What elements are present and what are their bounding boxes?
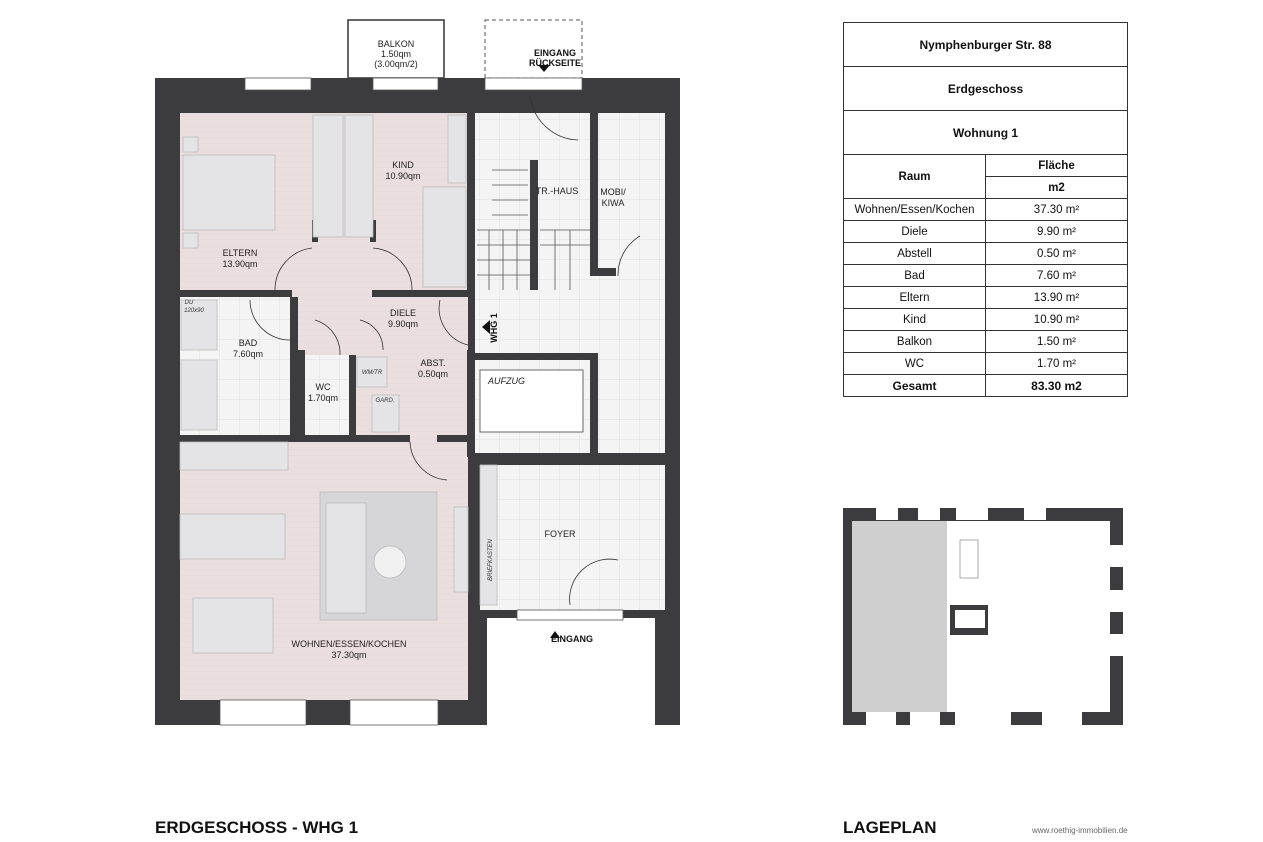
briefkasten-label: BRIEFKASTEN	[488, 539, 494, 581]
rear-entrance-label: EINGANG	[534, 48, 576, 58]
room-name: Bad	[843, 264, 986, 287]
furniture	[179, 114, 584, 654]
kind-area: 10.90qm	[385, 171, 420, 181]
site-caption: LAGEPLAN	[843, 818, 937, 837]
windows	[219, 77, 624, 726]
mobi-label: MOBI/	[600, 187, 626, 197]
wc-area: 1.70qm	[308, 393, 338, 403]
room-area: 37.30 m²	[985, 198, 1128, 221]
balkon-area: 1.50qm	[381, 49, 411, 59]
unit: Wohnung 1	[843, 110, 1128, 155]
address: Nymphenburger Str. 88	[843, 22, 1128, 67]
kiwa-label: KIWA	[602, 198, 625, 208]
room-area: 10.90 m²	[985, 308, 1128, 331]
wmtr-label: WM/TR	[362, 370, 383, 376]
site-plan	[843, 508, 1123, 725]
aufzug-label: AUFZUG	[487, 376, 525, 386]
gard-label: GARD.	[375, 398, 394, 404]
staircase	[477, 169, 590, 290]
room-area: 0.50 m²	[985, 242, 1128, 265]
entrance-area	[487, 618, 655, 725]
dusche-size-label: 120x90	[184, 308, 204, 314]
kind-label: KIND	[392, 160, 414, 170]
whg-arrow-icon	[482, 320, 490, 334]
treppenhaus-label: TR.-HAUS	[536, 186, 579, 196]
bad-label: BAD	[239, 338, 258, 348]
rear-entrance-outline	[484, 19, 583, 79]
col-area-header: Fläche	[985, 154, 1128, 177]
col-unit-header: m2	[985, 176, 1128, 199]
room-area: 7.60 m²	[985, 264, 1128, 287]
foyer-label: FOYER	[544, 529, 576, 539]
interior-walls	[180, 113, 680, 610]
room-name: Abstell	[843, 242, 986, 265]
website-link[interactable]: www.roethig-immobilien.de	[1032, 826, 1128, 835]
room-name: Kind	[843, 308, 986, 331]
wohnen-area: 37.30qm	[331, 650, 366, 660]
total-value: 83.30 m2	[985, 374, 1128, 397]
balkon-note: (3.00qm/2)	[374, 59, 418, 69]
room-name: Diele	[843, 220, 986, 243]
abst-label: ABST.	[420, 358, 445, 368]
room-name: Eltern	[843, 286, 986, 309]
abst-area: 0.50qm	[418, 369, 448, 379]
total-label: Gesamt	[843, 374, 986, 397]
diele-area: 9.90qm	[388, 319, 418, 329]
room-name: WC	[843, 352, 986, 375]
room-name: Balkon	[843, 330, 986, 353]
col-room-header: Raum	[843, 154, 986, 199]
foyer-floor	[480, 465, 665, 610]
wc-label: WC	[316, 382, 331, 392]
area-table: Nymphenburger Str. 88 Erdgeschoss Wohnun…	[843, 22, 1128, 397]
floor: Erdgeschoss	[843, 66, 1128, 111]
entrance-label: EINGANG	[551, 634, 593, 644]
eltern-area: 13.90qm	[222, 259, 257, 269]
room-area: 1.70 m²	[985, 352, 1128, 375]
wc-floor	[305, 355, 349, 435]
room-area: 13.90 m²	[985, 286, 1128, 309]
balkon-label: BALKON	[378, 39, 415, 49]
entrance-arrow-icon	[550, 631, 560, 638]
room-area: 9.90 m²	[985, 220, 1128, 243]
bad-area: 7.60qm	[233, 349, 263, 359]
dusche-label: DU	[185, 300, 194, 306]
wohnen-label: WOHNEN/ESSEN/KOCHEN	[291, 639, 406, 649]
eltern-label: ELTERN	[223, 248, 258, 258]
diele-label: DIELE	[390, 308, 416, 318]
whg-marker-label: WHG 1	[489, 313, 499, 343]
plan-caption: ERDGESCHOSS - WHG 1	[155, 818, 359, 837]
rear-entrance-arrow-icon	[538, 65, 550, 72]
rear-entrance-label-2: RÜCKSEITE	[529, 58, 581, 68]
balkon-outline	[347, 19, 445, 79]
door-swings	[249, 94, 641, 606]
room-name: Wohnen/Essen/Kochen	[843, 198, 986, 221]
room-area: 1.50 m²	[985, 330, 1128, 353]
